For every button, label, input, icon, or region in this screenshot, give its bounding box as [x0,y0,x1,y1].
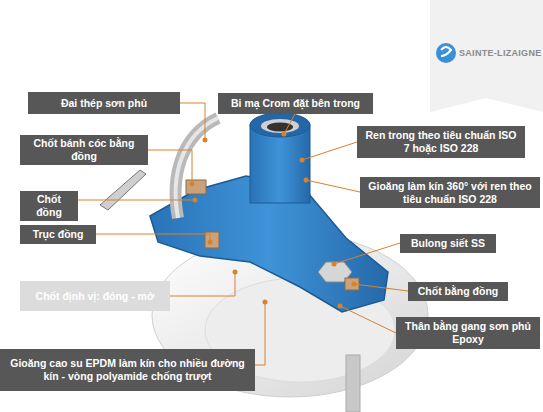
leader-dot [263,300,268,305]
brass-ratchet [186,180,206,194]
callout-text: Ren trong theo tiêu chuẩn ISO 7 hoặc ISO… [362,129,520,155]
callout-box: Ren trong theo tiêu chuẩn ISO 7 hoặc ISO… [357,126,525,158]
leader-line [170,272,235,296]
leader-line [180,103,205,140]
leader-line [354,284,408,291]
leader-dot [203,138,208,143]
chrome-ball [261,119,299,133]
leader-line [96,234,210,242]
callout-box: Trục đồng [20,225,96,244]
leader-line [255,302,265,365]
leader-dot [338,304,343,309]
branch-pipe [346,355,360,412]
callout-text: Chốt bằng đồng [418,285,498,298]
callout-text: Chốt bánh cóc bằng đồng [25,137,143,163]
logo-wordmark: SAINTE-LIZAIGNE [459,48,542,58]
leader-line [148,150,192,184]
logo-mark [436,43,456,63]
callout-text: Đai thép sơn phủ [61,97,147,110]
leader-dot [233,270,238,275]
callout-text: Bulong siết SS [411,237,485,250]
steel-strap-highlight [176,118,218,218]
leader-line [78,200,195,201]
leader-dot [193,198,198,203]
callout-box: Chốt đồng [20,191,78,221]
leader-line [284,114,295,134]
callout-text: Chốt định vị: đóng - mở [36,290,155,303]
callout-box: Đai thép sơn phủ [28,92,180,114]
callout-box: Bulong siết SS [400,234,496,253]
callout-box: Bi mạ Crom đặt bên trong [218,93,373,114]
leader-dot [300,158,305,163]
callout-box: Gioăng làm kín 360° với ren theo tiêu ch… [360,177,540,208]
callout-box: Gioăng cao su EPDM làm kín cho nhiều đườ… [0,349,255,391]
leader-line [306,180,360,192]
logo-banner [430,0,543,112]
callout-box: Chốt định vị: đóng - mở [20,281,170,311]
blade-tool [100,170,146,210]
callout-text: Trục đồng [33,228,84,241]
leader-dot [352,282,357,287]
callout-text: Chốt đồng [25,193,73,219]
callout-box: Thân bằng gang sơn phủ Epoxy [396,317,540,349]
leader-dot [282,132,287,137]
leader-dot [304,178,309,183]
leader-dot [190,182,195,187]
callout-text: Gioăng làm kín 360° với ren theo tiêu ch… [365,180,535,206]
callout-text: Bi mạ Crom đặt bên trong [231,97,360,110]
leader-dots [190,132,357,309]
callout-box: Chốt bánh cóc bằng đồng [20,135,148,165]
logo-mark-swirl [441,47,451,56]
callout-text: Gioăng cao su EPDM làm kín cho nhiều đườ… [5,357,250,383]
steel-strap [176,118,218,218]
callout-text: Thân bằng gang sơn phủ Epoxy [401,320,535,346]
collar-top [250,113,310,137]
leader-line [302,142,357,160]
leader-dot [208,240,213,245]
leader-dot [332,262,337,267]
leader-line [334,243,400,264]
leader-line [340,306,396,333]
callout-box: Chốt bằng đồng [408,282,508,301]
